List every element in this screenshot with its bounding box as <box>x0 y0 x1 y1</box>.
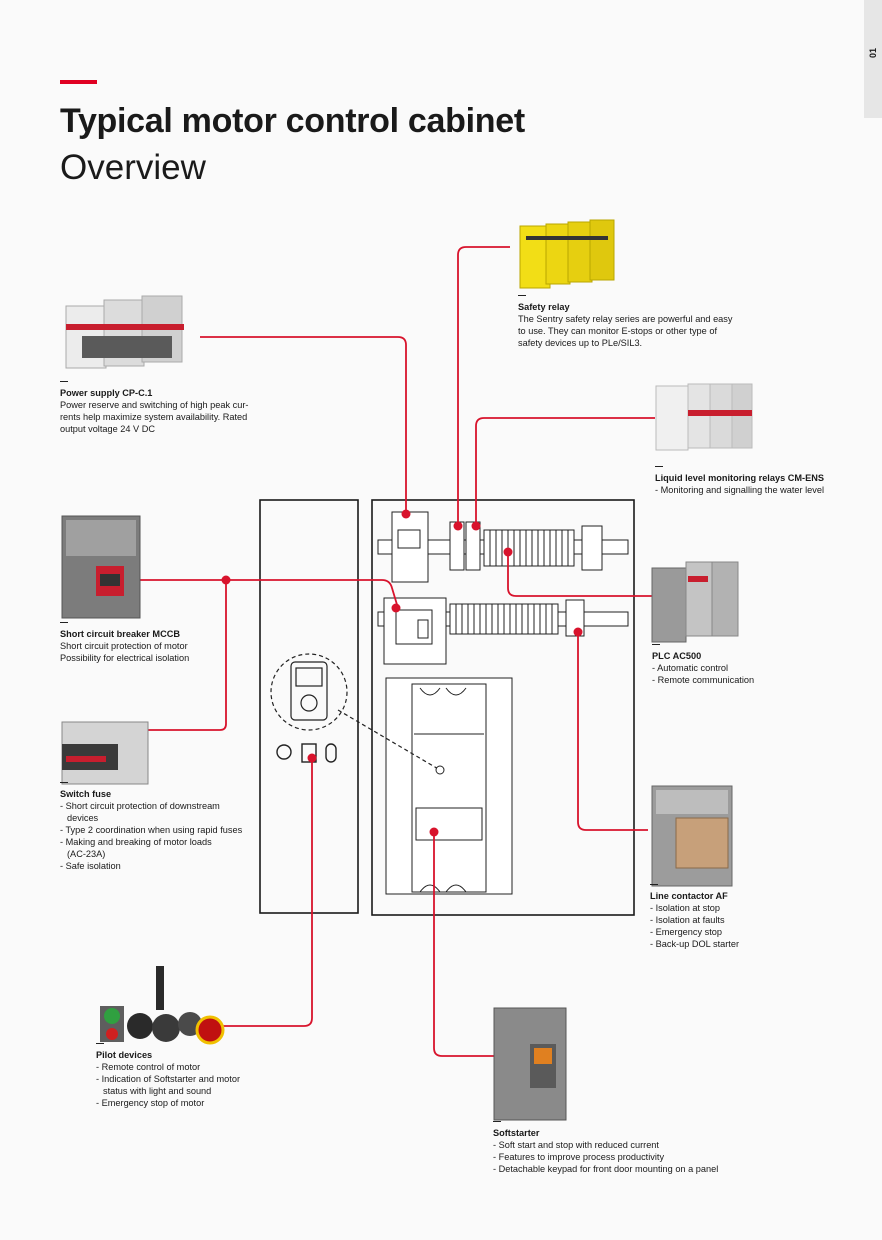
callout-softstarter-line: - Detachable keypad for front door mount… <box>493 1164 719 1174</box>
callout-power-supply-line: Power reserve and switching of high peak… <box>60 400 249 410</box>
page-tab: 01 <box>864 0 882 118</box>
softstarter-outline <box>385 677 513 895</box>
connector-lines <box>140 246 655 1057</box>
callout-switch-fuse-line: - Safe isolation <box>60 861 121 871</box>
safety-relay-image <box>519 219 615 289</box>
callout-pilot-devices-line: - Indication of Softstarter and motor <box>96 1074 241 1084</box>
callout-pilot-devices-line: - Emergency stop of motor <box>96 1098 205 1108</box>
din-rail-top <box>377 511 629 583</box>
callout-safety-relay-line: The Sentry safety relay series are power… <box>518 314 733 324</box>
cabinet-body <box>371 499 635 916</box>
callout-switch-fuse-line: (AC-23A) <box>67 849 106 859</box>
callout-mccb-line: Short circuit protection of motor <box>60 641 188 651</box>
pilot-devices-image <box>100 966 225 1045</box>
callout-plc-title: PLC AC500 <box>652 651 702 661</box>
switch-fuse-image <box>61 721 149 785</box>
callout-switch-fuse-line: devices <box>67 813 99 823</box>
callout-safety-relay: Safety relay The Sentry safety relay ser… <box>518 295 732 349</box>
callout-pilot-devices-line: status with light and sound <box>103 1086 212 1096</box>
softstarter-image <box>493 1007 567 1121</box>
door-keypad <box>270 653 348 731</box>
callout-power-supply-title: Power supply CP-C.1 <box>60 388 153 398</box>
callout-plc: PLC AC500 - Automatic control - Remote c… <box>652 644 754 686</box>
keypad-mount-point <box>435 765 445 775</box>
callout-pilot-devices-title: Pilot devices <box>96 1050 153 1060</box>
callout-softstarter-line: - Soft start and stop with reduced curre… <box>493 1140 659 1150</box>
callout-line-contactor-line: - Isolation at stop <box>650 903 720 913</box>
plc-image <box>651 561 739 643</box>
callout-softstarter-title: Softstarter <box>493 1128 540 1138</box>
callout-pilot-devices: Pilot devices - Remote control of motor … <box>96 1043 240 1109</box>
callout-switch-fuse-title: Switch fuse <box>60 789 112 799</box>
callout-power-supply-line: output voltage 24 V DC <box>60 424 155 434</box>
callout-plc-line: - Remote communication <box>652 675 755 685</box>
callout-switch-fuse-line: - Type 2 coordination when using rapid f… <box>60 825 243 835</box>
callout-liquid-level: Liquid level monitoring relays CM-ENS - … <box>655 466 824 496</box>
callout-liquid-level-line: - Monitoring and signalling the water le… <box>655 485 825 495</box>
callout-line-contactor-title: Line contactor AF <box>650 891 728 901</box>
callout-safety-relay-line: safety devices up to PLe/SIL3. <box>518 338 643 348</box>
callout-mccb: Short circuit breaker MCCB Short circuit… <box>60 622 189 664</box>
mccb-image <box>61 515 141 619</box>
callout-line-contactor: Line contactor AF - Isolation at stop - … <box>650 884 739 950</box>
callout-switch-fuse-line: - Short circuit protection of downstream <box>60 801 220 811</box>
callout-pilot-devices-line: - Remote control of motor <box>96 1062 201 1072</box>
callout-line-contactor-line: - Back-up DOL starter <box>650 939 740 949</box>
keypad-link-line <box>337 709 441 771</box>
callout-safety-relay-line: to use. They can monitor E-stops or othe… <box>518 326 717 336</box>
callout-softstarter-line: - Features to improve process productivi… <box>493 1152 665 1162</box>
callout-safety-relay-title: Safety relay <box>518 302 570 312</box>
connector-dots <box>221 509 583 837</box>
liquid-level-relay-image <box>655 383 753 451</box>
power-supply-image <box>65 295 184 369</box>
door-pilot-devices <box>276 743 337 763</box>
accent-bar <box>60 80 97 84</box>
callout-plc-line: - Automatic control <box>652 663 729 673</box>
callout-power-supply: Power supply CP-C.1 Power reserve and sw… <box>60 381 248 435</box>
callout-mccb-title: Short circuit breaker MCCB <box>60 629 180 639</box>
callout-mccb-line: Possibility for electrical isolation <box>60 653 190 663</box>
callout-line-contactor-line: - Isolation at faults <box>650 915 725 925</box>
callout-switch-fuse: Switch fuse - Short circuit protection o… <box>60 782 242 872</box>
terminal-block-bottom <box>455 604 553 634</box>
callout-line-contactor-line: - Emergency stop <box>650 927 722 937</box>
page-subtitle: Overview <box>60 148 206 187</box>
callout-switch-fuse-line: - Making and breaking of motor loads <box>60 837 212 847</box>
callout-softstarter: Softstarter - Soft start and stop with r… <box>493 1121 718 1175</box>
din-rail-bottom <box>377 597 629 665</box>
page-title: Typical motor control cabinet <box>60 102 525 140</box>
callout-power-supply-line: rents help maximize system availability.… <box>60 412 248 422</box>
line-contactor-image <box>651 785 733 887</box>
callout-liquid-level-title: Liquid level monitoring relays CM-ENS <box>655 473 824 483</box>
cabinet-door <box>259 499 359 914</box>
